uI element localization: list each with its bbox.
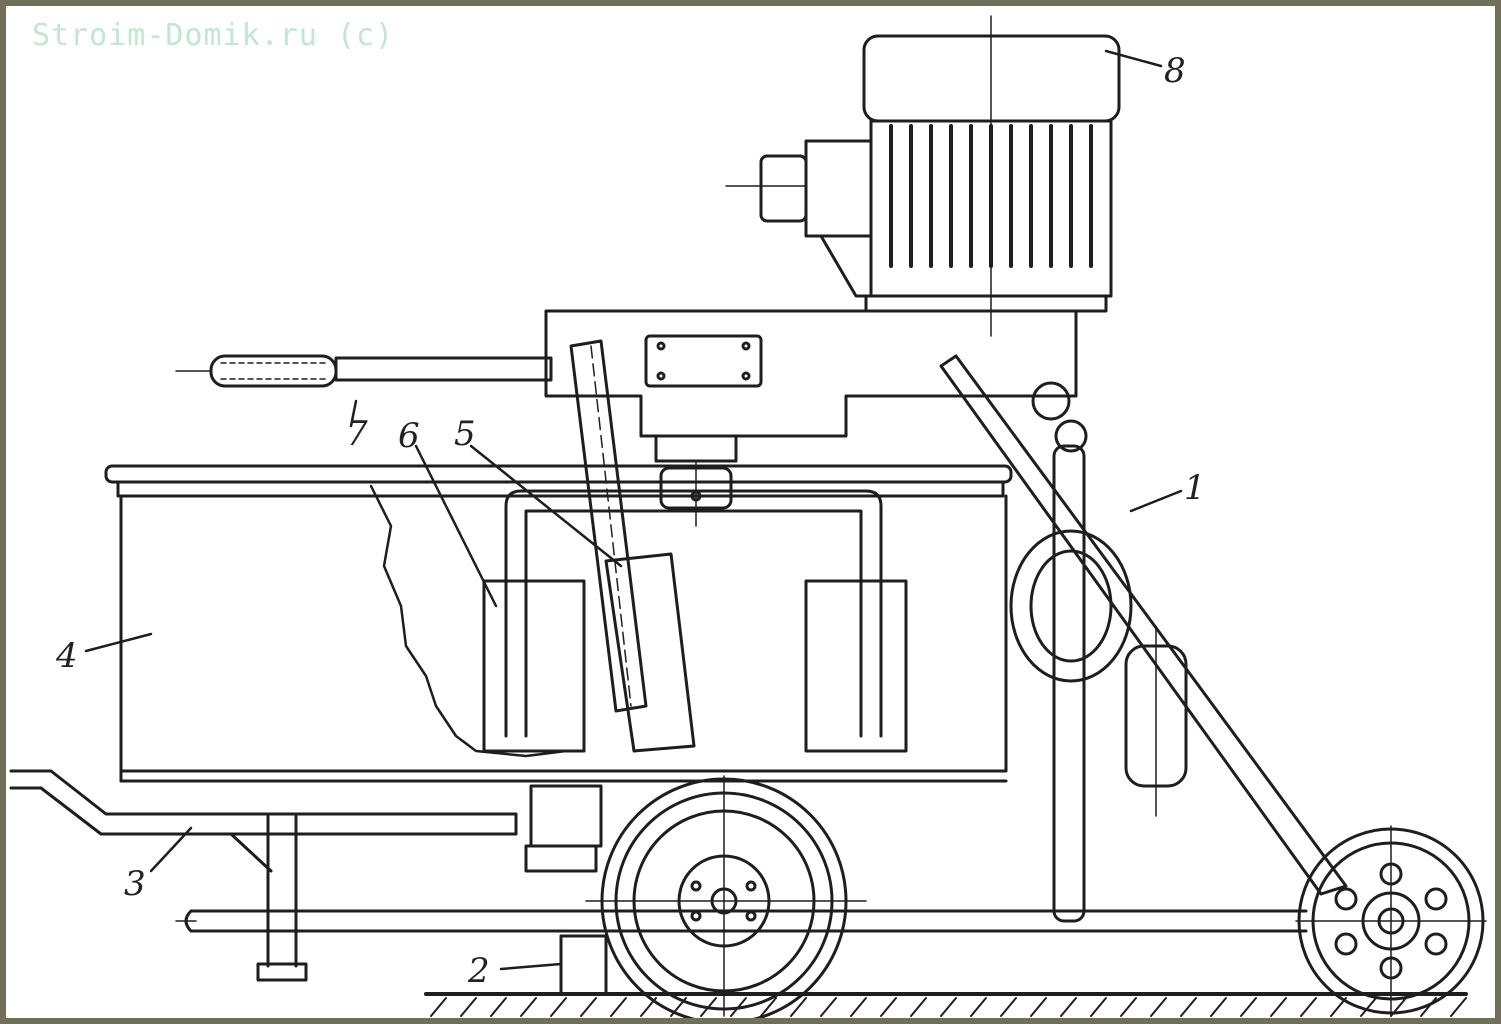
- mixing-tank: [104, 464, 1013, 783]
- frame-rail: [175, 909, 1308, 933]
- mortar-mixer-drawing: [9, 15, 1487, 1018]
- main-wheel: [585, 775, 867, 1018]
- rear-wheel: [1295, 825, 1487, 1017]
- stand-and-strut: [939, 354, 1348, 923]
- label-8: 8: [1164, 51, 1186, 91]
- label-1: 1: [1184, 468, 1206, 508]
- pump-assembly: [1009, 529, 1188, 817]
- label-3: 3: [124, 864, 146, 904]
- leader-lines: [84, 49, 1183, 971]
- label-5: 5: [454, 414, 476, 454]
- support-block: [559, 934, 608, 996]
- tow-handle: [9, 769, 518, 982]
- mixer-blades: [482, 339, 908, 753]
- drain-outlet: [524, 784, 603, 873]
- ground: [424, 992, 1468, 1017]
- control-lever: [175, 354, 553, 388]
- label-7: 7: [346, 414, 368, 454]
- label-6: 6: [398, 416, 420, 456]
- gearbox: [544, 309, 1078, 527]
- label-2: 2: [468, 951, 490, 991]
- electric-motor: [725, 15, 1121, 337]
- watermark: Stroim-Domik.ru (c): [32, 18, 395, 53]
- label-4: 4: [56, 636, 78, 676]
